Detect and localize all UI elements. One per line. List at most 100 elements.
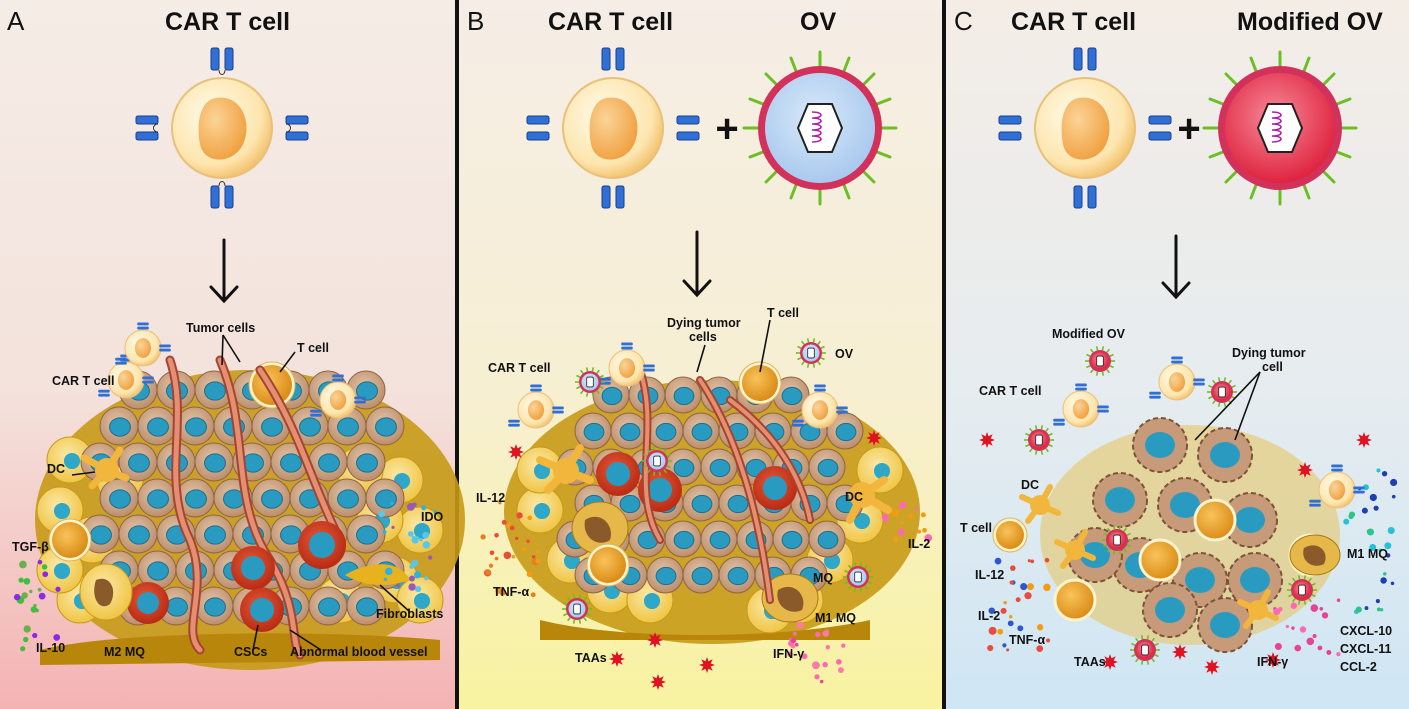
cytokine-dots-a: [13, 501, 438, 652]
cytokine-dot: [1017, 625, 1024, 632]
cytokine-dot: [408, 583, 416, 591]
panel-c-title-modified-ov: Modified OV: [1237, 8, 1383, 36]
cytokine-dot: [908, 513, 914, 519]
tumor-cell: [718, 556, 756, 594]
cytokine-dot: [406, 502, 415, 511]
cytokine-dot: [535, 549, 540, 554]
cytokine-dot: [891, 509, 899, 517]
cytokine-dot: [422, 541, 431, 549]
cytokine-dot: [822, 630, 829, 637]
cytokine-dot: [424, 576, 429, 581]
modified-ov-small: [1130, 635, 1160, 665]
cytokine-dot: [1390, 478, 1398, 487]
cytokine-dot: [1043, 583, 1051, 592]
tumor-cell: [664, 520, 702, 558]
cytokine-dot: [1044, 557, 1050, 563]
cytokine-dot: [837, 667, 844, 673]
modified-ov-small: [1287, 575, 1317, 605]
cytokine-dot: [38, 592, 46, 600]
label-ifn-gamma: IFN-γ: [1257, 655, 1289, 669]
modified-ov-small: [1207, 377, 1237, 407]
panel-b-title-ov: OV: [800, 8, 837, 36]
label-t-cell: T cell: [767, 306, 799, 320]
label-m1-mq: M1 MQ: [1347, 547, 1388, 561]
tumor-cell: [175, 478, 215, 518]
dying-tumor-cell: [1222, 492, 1278, 548]
cytokine-dot: [1383, 572, 1387, 576]
stromal-cell: [516, 486, 564, 534]
panel-a-letter: A: [7, 6, 25, 36]
cytokine-dot: [13, 593, 21, 601]
label-cxcl-10: CXCL-10: [1340, 624, 1393, 638]
cytokine-dot: [1291, 626, 1295, 630]
cytokine-dot: [987, 645, 994, 652]
cytokine-dot: [1336, 651, 1341, 657]
cytokine-dot: [914, 507, 918, 511]
car-t-cell-small: [1309, 464, 1365, 509]
t-cell: [1053, 578, 1097, 622]
cytokine-dot: [1336, 598, 1341, 603]
cytokine-dot: [526, 539, 530, 543]
car-t-cell-small: [1053, 383, 1109, 428]
label-m2-mq: M2 MQ: [104, 645, 145, 659]
cytokine-dot: [900, 521, 904, 525]
tumor-cell: [700, 520, 738, 558]
cytokine-dot: [898, 528, 905, 536]
t-cell: [1138, 538, 1182, 582]
cytokine-dot: [1381, 471, 1388, 477]
tumor-cell: [808, 448, 846, 486]
cytokine-dot: [917, 529, 922, 534]
cytokine-dot: [37, 559, 43, 565]
label-fibroblasts: Fibroblasts: [376, 607, 444, 621]
cytokine-dot: [485, 569, 492, 576]
tumor-cell: [137, 478, 177, 518]
label-dying-tumor-cell: cell: [1262, 360, 1283, 374]
cytokine-dot: [503, 551, 512, 560]
tumor-antigen-star: [1356, 432, 1372, 448]
cytokine-dot: [1312, 634, 1317, 639]
tumor-cell: [646, 556, 684, 594]
cytokine-dot: [1003, 600, 1007, 605]
cytokine-dot: [1002, 643, 1007, 648]
tumor-cell: [118, 514, 158, 554]
cytokine-dot: [881, 513, 889, 521]
tumor-cell: [826, 412, 864, 450]
plus-sign: +: [715, 107, 738, 151]
dying-tumor-cell: [1142, 582, 1198, 638]
tumor-cell: [700, 448, 738, 486]
dendritic-cell: [80, 446, 130, 490]
cytokine-dot: [20, 646, 26, 652]
cytokine-dot: [1369, 493, 1377, 502]
tumor-cell: [194, 442, 234, 482]
tumor-cell: [251, 478, 291, 518]
small-cells: [98, 322, 1372, 690]
cytokine-dot: [1355, 606, 1362, 613]
tumor-antigen-star: [699, 657, 715, 673]
tumor-cell: [365, 478, 405, 518]
cytokine-dot: [795, 642, 799, 647]
panel-divider: [942, 0, 946, 709]
tumor-cell: [592, 376, 630, 414]
car-t-cell-small: [1149, 356, 1205, 401]
tumor-cell: [346, 370, 386, 410]
label-tumor-cells: Tumor cells: [186, 321, 256, 335]
modified-ov-small: [1024, 425, 1054, 455]
tumor-cell: [365, 406, 405, 446]
cytokine-dot: [841, 643, 846, 648]
cytokine-dot: [994, 557, 1002, 565]
cytokine-dot: [30, 606, 38, 613]
oncolytic-virus-small: [562, 594, 592, 624]
tumor-cell: [664, 376, 702, 414]
cytokine-dot: [1317, 645, 1323, 651]
tumor-antigen-star: [647, 632, 663, 648]
tumor-cell: [772, 520, 810, 558]
cytokine-dot: [1007, 620, 1014, 627]
tumor-cell: [308, 586, 348, 626]
cytokine-dot: [501, 519, 507, 525]
cytokine-dot: [822, 661, 828, 668]
tumor-cell: [137, 406, 177, 446]
cytokine-dot: [793, 631, 797, 636]
modified-ov-small: [1085, 346, 1115, 376]
label-modified-ov: Modified OV: [1052, 327, 1125, 341]
cytokine-dots-b: [480, 501, 933, 684]
